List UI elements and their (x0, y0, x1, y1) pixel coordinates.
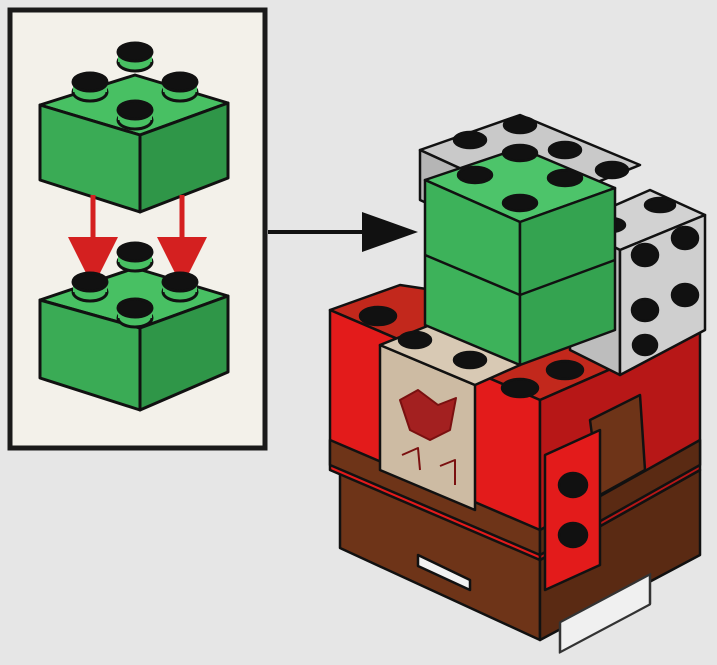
red-stud (545, 359, 585, 381)
model-green-bricks-new (423, 143, 617, 367)
bottom-brick-studs (71, 241, 199, 329)
top-brick-studs (71, 41, 199, 131)
callout-panel (7, 7, 268, 451)
callout-top-green-brick (38, 41, 230, 214)
top-brick-right-face (138, 101, 230, 214)
green-stud (456, 165, 494, 185)
callout-bottom-green-brick (38, 241, 230, 412)
green-stud (546, 168, 584, 188)
emblem-icon (399, 389, 457, 441)
pointer-arrow-head (362, 212, 418, 252)
green-stud (501, 193, 539, 213)
model-tan-tile (378, 323, 522, 512)
red-stud (500, 377, 540, 399)
bottom-brick-right-face (138, 294, 230, 412)
callout-red-arrows (68, 195, 207, 287)
model-brown-base (338, 468, 702, 654)
green-stud (501, 143, 539, 163)
pointer-arrow (268, 212, 418, 252)
brick-model (328, 113, 707, 654)
red-stud (358, 305, 398, 327)
